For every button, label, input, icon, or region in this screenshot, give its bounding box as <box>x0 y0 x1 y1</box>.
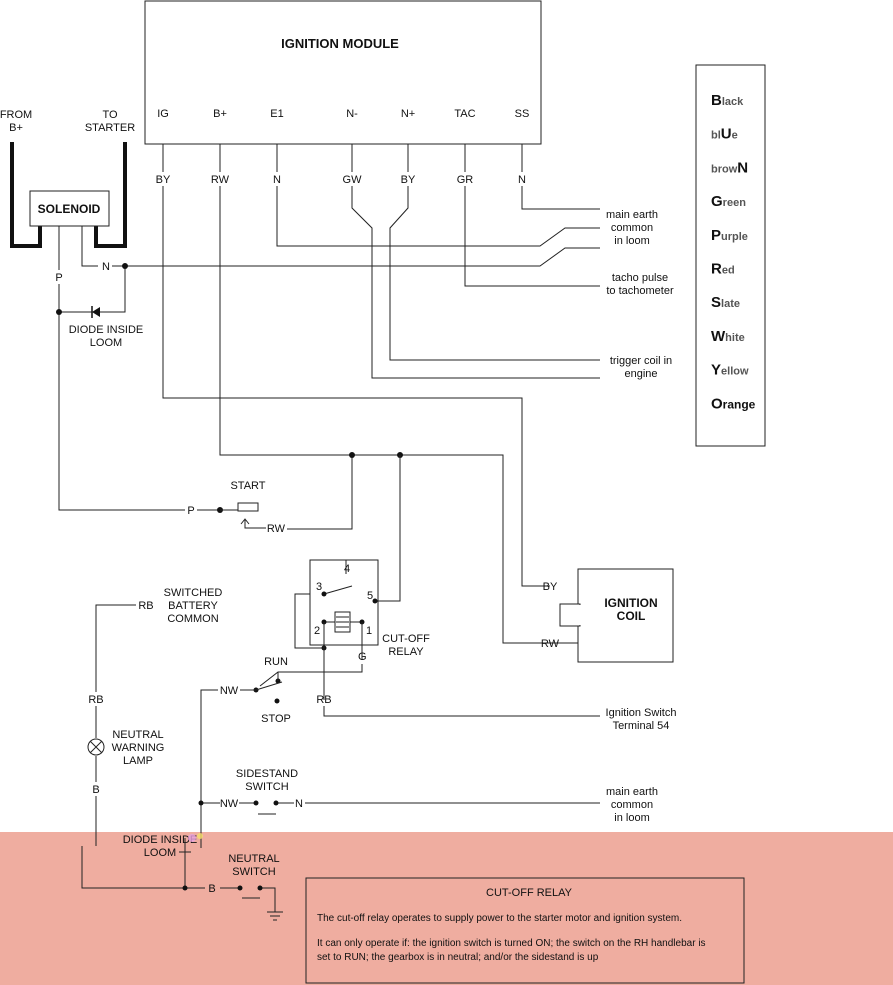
legend-item: Green <box>711 193 746 210</box>
wire-color-nminus: GW <box>343 174 363 186</box>
lamp-b: B <box>92 784 99 796</box>
ignition-module: IGNITION MODULE IG B+ E1 N- N+ TAC SS <box>144 0 542 145</box>
relay-t4: 4 <box>344 563 350 575</box>
pin-ss: SS <box>515 108 530 120</box>
legend-item: White <box>711 328 745 345</box>
pin-nminus: N- <box>346 108 358 120</box>
sidestand-nw: NW <box>220 798 239 810</box>
legend-item: blUe <box>711 126 738 143</box>
legend-item: Yellow <box>711 362 749 379</box>
run-label: RUN <box>264 656 288 668</box>
coil-rw-label: RW <box>541 638 560 650</box>
wire-color-bplus: RW <box>211 174 230 186</box>
cut-off-relay-note: CUT-OFF RELAY The cut-off relay operates… <box>305 877 745 984</box>
stop-label: STOP <box>261 713 291 725</box>
coil-by-label: BY <box>543 581 558 593</box>
switched-rb: RB <box>138 600 153 612</box>
legend-item: Purple <box>711 227 748 244</box>
wire-color-ss: N <box>518 174 526 186</box>
solenoid-title: SOLENOID <box>38 202 101 216</box>
relay-rb: RB <box>316 694 331 706</box>
wire-color-nplus: BY <box>401 174 416 186</box>
note-line-1: The cut-off relay operates to supply pow… <box>317 913 682 924</box>
legend-item: Black <box>711 92 744 109</box>
module-wires: BY RW N GW BY GR N <box>125 144 600 644</box>
run-stop-switch: RUN STOP NW <box>200 656 291 848</box>
relay-t5: 5 <box>367 590 373 602</box>
neutral-b: B <box>208 883 215 895</box>
legend-item: Red <box>711 261 735 278</box>
pin-tac: TAC <box>454 108 475 120</box>
legend-item: Slate <box>711 294 740 311</box>
pin-ig: IG <box>157 108 169 120</box>
solenoid-n-label: N <box>102 261 110 273</box>
relay-t2: 2 <box>314 625 320 637</box>
note-title: CUT-OFF RELAY <box>486 887 573 899</box>
solenoid-p-label: P <box>55 272 62 284</box>
pin-bplus: B+ <box>213 108 227 120</box>
pin-e1: E1 <box>270 108 283 120</box>
relay-t3: 3 <box>316 581 322 593</box>
ignition-module-title: IGNITION MODULE <box>281 36 399 51</box>
start-p-label: P <box>187 505 194 517</box>
run-nw-label: NW <box>220 685 239 697</box>
start-switch: START P RW <box>187 452 403 602</box>
wire-color-ig: BY <box>156 174 171 186</box>
lamp-rb: RB <box>88 694 103 706</box>
start-label: START <box>230 480 265 492</box>
note-line-3: set to RUN; the gearbox is in neutral; a… <box>317 952 599 963</box>
sidestand-n: N <box>295 798 303 810</box>
relay-g: G <box>358 651 367 663</box>
legend-item: browN <box>711 159 748 176</box>
wire-color-e1: N <box>273 174 281 186</box>
note-line-2: It can only operate if: the ignition swi… <box>317 938 706 949</box>
color-legend: Black blUe browN GreenPurpleRedSlateWhiteYe… <box>695 64 766 447</box>
wire-color-tac: GR <box>457 174 474 186</box>
pin-nplus: N+ <box>401 108 415 120</box>
legend-item: Orange <box>711 395 756 412</box>
start-rw-label: RW <box>267 523 286 535</box>
relay-t1: 1 <box>366 625 372 637</box>
